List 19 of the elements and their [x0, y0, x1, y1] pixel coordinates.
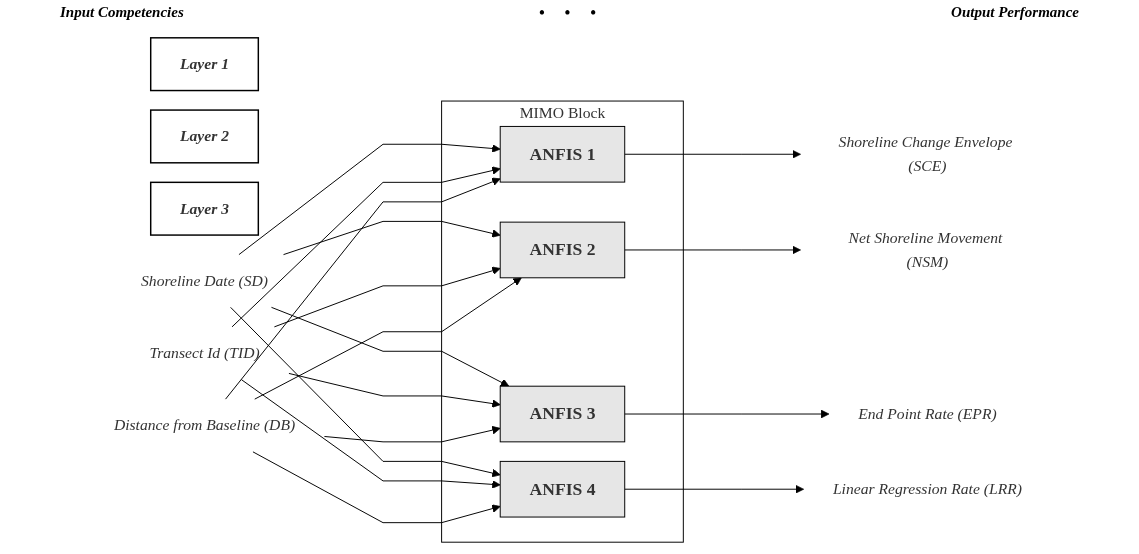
- node-text: Net Shoreline Movement (NSM): [848, 229, 1003, 270]
- node-text: Distance from Baseline (DB): [113, 416, 296, 434]
- node-text: Transect Id (TID): [149, 344, 260, 362]
- node-text: Shoreline Date (SD): [141, 272, 269, 289]
- ellipsis-dot: •: [564, 4, 571, 23]
- node-text: Shoreline Change Envelope (SCE): [838, 133, 1013, 174]
- node-box: ANFIS 2: [499, 221, 626, 279]
- node-box: ANFIS 1: [499, 125, 626, 183]
- ellipsis-dot: •: [590, 4, 596, 23]
- node-box: Layer 3: [150, 181, 260, 236]
- node-text: End Point Rate (EPR): [858, 405, 997, 422]
- column-heading: Input Competencies: [60, 4, 184, 22]
- column-heading: Output Performance: [951, 4, 1079, 22]
- ellipsis-dot: •: [539, 4, 545, 23]
- node-box: Layer 1: [150, 37, 260, 92]
- node-box: ANFIS 4: [499, 460, 626, 518]
- node-text: Linear Regression Rate (LRR): [832, 480, 1022, 498]
- node-box: Layer 2: [150, 109, 260, 164]
- node-box: ANFIS 3: [499, 385, 626, 443]
